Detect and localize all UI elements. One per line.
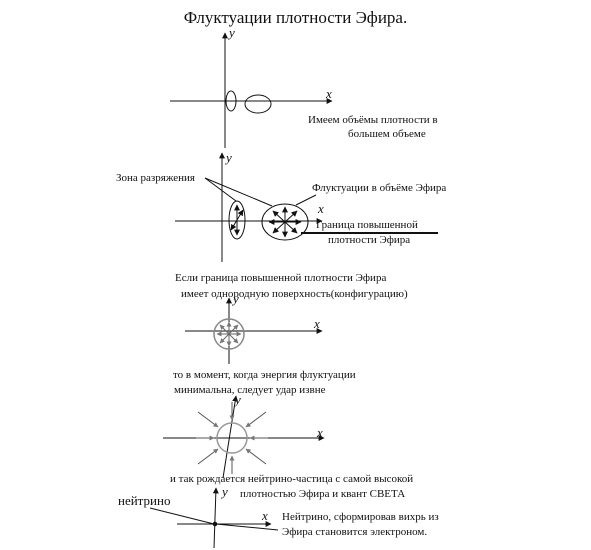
stage6-caption-line2: Эфира становится электроном. <box>282 526 428 538</box>
stage2-rarefaction-ellipse <box>228 200 246 240</box>
stage5-caption-line2: плотностью Эфира и квант СВЕТА <box>240 488 406 500</box>
electron-pointer <box>215 523 279 531</box>
stage4-y-axis <box>222 395 239 479</box>
stage4-figure <box>163 395 325 479</box>
stage3-y-label: y <box>233 291 239 306</box>
stage4-x-label: x <box>317 425 323 440</box>
stage1-figure <box>170 32 333 148</box>
neutrino-label: нейтрино <box>118 493 171 508</box>
stage3-uniform-sphere <box>213 318 245 350</box>
stage3-figure <box>185 297 323 364</box>
stage1-caption-line1: Имеем объёмы плотности в <box>308 114 438 126</box>
stage1-caption-line2: большем объеме <box>348 128 426 140</box>
stage6-y-axis <box>212 487 219 549</box>
stage2-x-label: x <box>318 201 324 216</box>
stage1-large-volume <box>244 94 272 114</box>
stage3-caption-line1: Если граница повышенной плотности Эфира <box>175 272 387 284</box>
rarefaction-callout-1 <box>204 177 237 202</box>
stage6-y-label: y <box>222 484 228 499</box>
stage5-caption-line1: и так рождается нейтрино-частица с самой… <box>170 473 414 485</box>
stage1-x-label: x <box>326 86 332 101</box>
rarefaction-callout-2 <box>204 177 273 207</box>
neutrino-pointer <box>149 507 215 525</box>
stage2-dense-ellipse <box>261 203 309 241</box>
boundary-label-line2: плотности Эфира <box>328 234 411 246</box>
stage4-caption-line1: то в момент, когда энергия флуктуации <box>173 369 356 381</box>
stage4-sphere <box>216 422 248 454</box>
boundary-label-line1: Граница повышенной <box>316 219 418 231</box>
page-title: Флуктуации плотности Эфира. <box>183 8 408 27</box>
stage6-figure <box>149 487 279 549</box>
rarefaction-zone-label: Зона разряжения <box>116 172 195 184</box>
stage6-caption-line1: Нейтрино, сформировав вихрь из <box>282 511 439 523</box>
stage3-caption-line2: имеет однородную поверхность(конфигураци… <box>181 288 408 300</box>
stage1-y-label: y <box>229 25 235 40</box>
stage4-y-label: y <box>235 392 241 407</box>
stage2-y-label: y <box>226 150 232 165</box>
stage4-caption-line2: минимальна, следует удар извне <box>174 384 326 396</box>
fluctuation-callout <box>295 194 317 206</box>
stage2-figure <box>175 152 438 262</box>
stage3-x-label: x <box>314 316 320 331</box>
stage6-x-label: x <box>262 508 268 523</box>
stage1-small-volume <box>225 90 237 112</box>
fluctuations-label: Флуктуации в объёме Эфира <box>312 182 447 194</box>
